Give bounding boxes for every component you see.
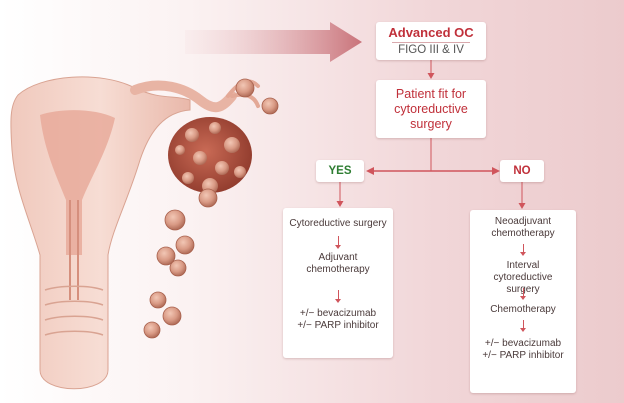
arrow-down-icon xyxy=(338,290,339,300)
title-line1: Advanced OC xyxy=(376,25,486,41)
no-step-3: Chemotherapy xyxy=(470,304,576,316)
no-step-1: Neoadjuvant chemotherapy xyxy=(470,216,576,240)
title-line2: FIGO III & IV xyxy=(392,42,470,58)
no-step-4: +/− bevacizumab +/− PARP inhibitor xyxy=(470,338,576,362)
advanced-oc-box: Advanced OC FIGO III & IV xyxy=(376,22,486,60)
yes-path-box: Cytoreductive surgery Adjuvant chemother… xyxy=(283,208,393,358)
arrow-down-icon xyxy=(523,288,524,297)
arrow-down-icon xyxy=(523,320,524,329)
yes-step-2: Adjuvant chemotherapy xyxy=(283,252,393,276)
arrow-down-icon xyxy=(523,244,524,253)
decision-box: Patient fit for cytoreductive surgery xyxy=(376,80,486,138)
arrow-down-icon xyxy=(338,236,339,246)
decision-text: Patient fit for cytoreductive surgery xyxy=(383,87,479,132)
no-label: NO xyxy=(500,160,544,182)
yes-step-3: +/− bevacizumab +/− PARP inhibitor xyxy=(283,308,393,332)
yes-label: YES xyxy=(316,160,364,182)
big-arrow-icon xyxy=(185,22,362,62)
yes-step-1: Cytoreductive surgery xyxy=(283,218,393,230)
no-path-box: Neoadjuvant chemotherapy Interval cytore… xyxy=(470,210,576,393)
